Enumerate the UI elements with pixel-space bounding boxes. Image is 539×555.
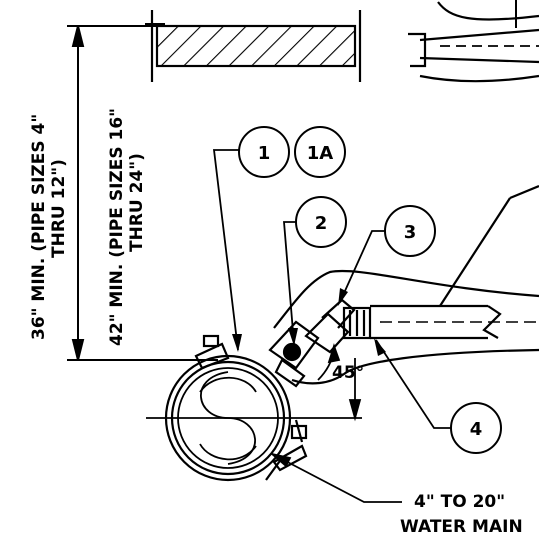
callout-2: 2 (283, 196, 347, 346)
svg-text:4: 4 (470, 419, 483, 440)
water-main-leader (271, 453, 402, 503)
water-main-label-line1: 4" TO 20" (414, 492, 505, 512)
depth-label-small-line2: THRU 12") (49, 159, 69, 258)
svg-text:1: 1 (258, 143, 271, 164)
svg-text:3: 3 (404, 222, 417, 243)
pavement-section (145, 10, 362, 82)
service-line (273, 184, 539, 385)
depth-dimension-small (67, 25, 218, 361)
depth-label-large-line2: THRU 24") (127, 153, 147, 252)
depth-label-small-line1: 36" MIN. (PIPE SIZES 4" (29, 114, 49, 340)
water-main-label-line2: WATER MAIN (400, 517, 523, 537)
svg-text:2: 2 (315, 213, 328, 234)
angle-label: 45° (332, 363, 364, 383)
curb-box (408, 0, 539, 83)
angle-indicator (317, 343, 341, 381)
svg-text:1A: 1A (307, 143, 334, 164)
saddle-strap (194, 334, 308, 481)
pipe-centerline (146, 358, 362, 422)
callout-3: 3 (338, 205, 436, 306)
callout-1: 1 (212, 126, 290, 352)
callout-4: 4 (374, 338, 502, 454)
callout-1a: 1A (294, 126, 346, 178)
depth-label-large-line1: 42" MIN. (PIPE SIZES 16" (107, 108, 127, 346)
corporation-stop (268, 298, 372, 388)
